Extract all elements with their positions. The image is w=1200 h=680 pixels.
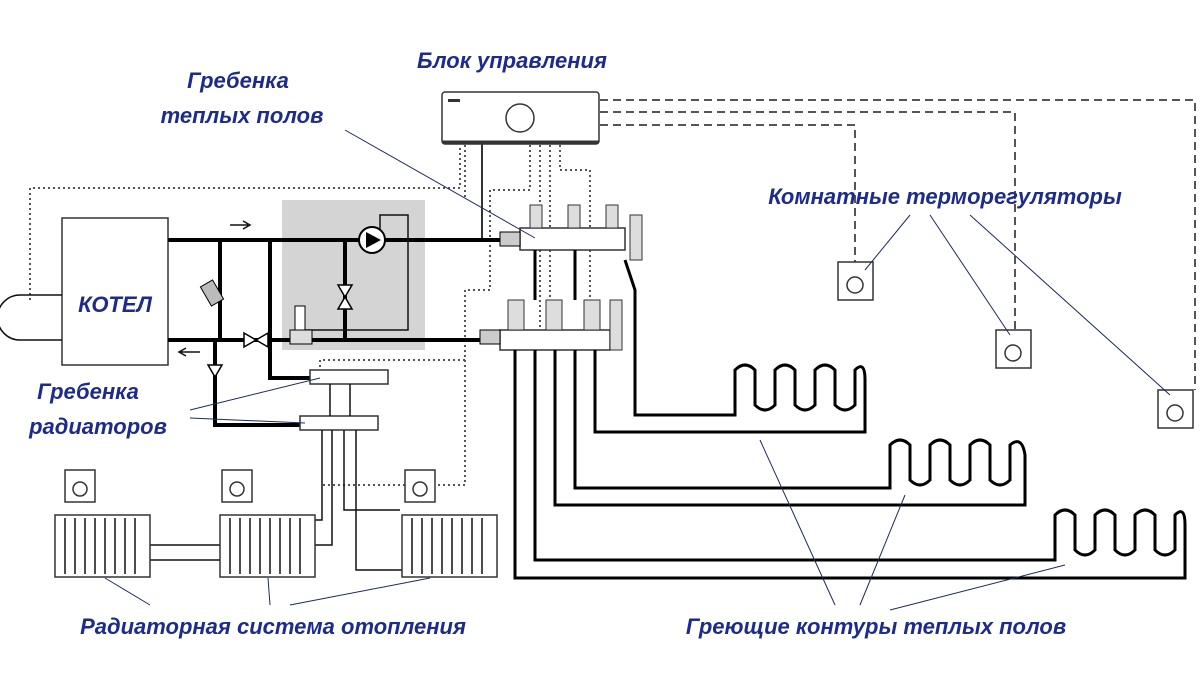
main-pipes [168,214,500,427]
floor-manifold-label-line1: Гребенка [187,68,289,93]
thermostat-icon [995,329,1032,369]
floor-heating-loops [513,250,1187,580]
floor-loops-label: Греющие контуры теплых полов [686,614,1066,639]
floor-manifold [479,204,643,351]
room-thermostats-label: Комнатные терморегуляторы [768,184,1122,209]
thermostats [64,261,1194,503]
thermostat-links [600,99,1196,390]
mixing-unit-zone [282,200,425,350]
radiator-manifold-label-line1: Гребенка [37,379,139,404]
thermostat-icon [837,261,874,301]
radiator [219,514,316,578]
thermostat-icon [64,469,96,503]
radiator [54,514,151,578]
radiator [401,514,498,578]
control-unit-label: Блок управления [417,48,607,73]
control-unit [441,91,600,240]
thermostat-icon [221,469,253,503]
floor-manifold-label-line2: теплых полов [161,103,324,128]
pump-icon [358,226,386,254]
radiator-manifold [150,369,402,571]
radiator-manifold-label-line2: радиаторов [28,414,167,439]
valve-icon [199,279,354,379]
radiators [54,514,498,578]
burner-fan-icon [0,294,62,341]
radiator-system-label: Радиаторная система отопления [80,614,466,639]
thermostat-icon [1157,389,1194,429]
leader-lines [104,129,1171,611]
thermostat-icon [404,469,436,503]
boiler: КОТЕЛ [0,217,169,366]
boiler-label: КОТЕЛ [78,292,153,317]
brand-logo [448,99,460,102]
